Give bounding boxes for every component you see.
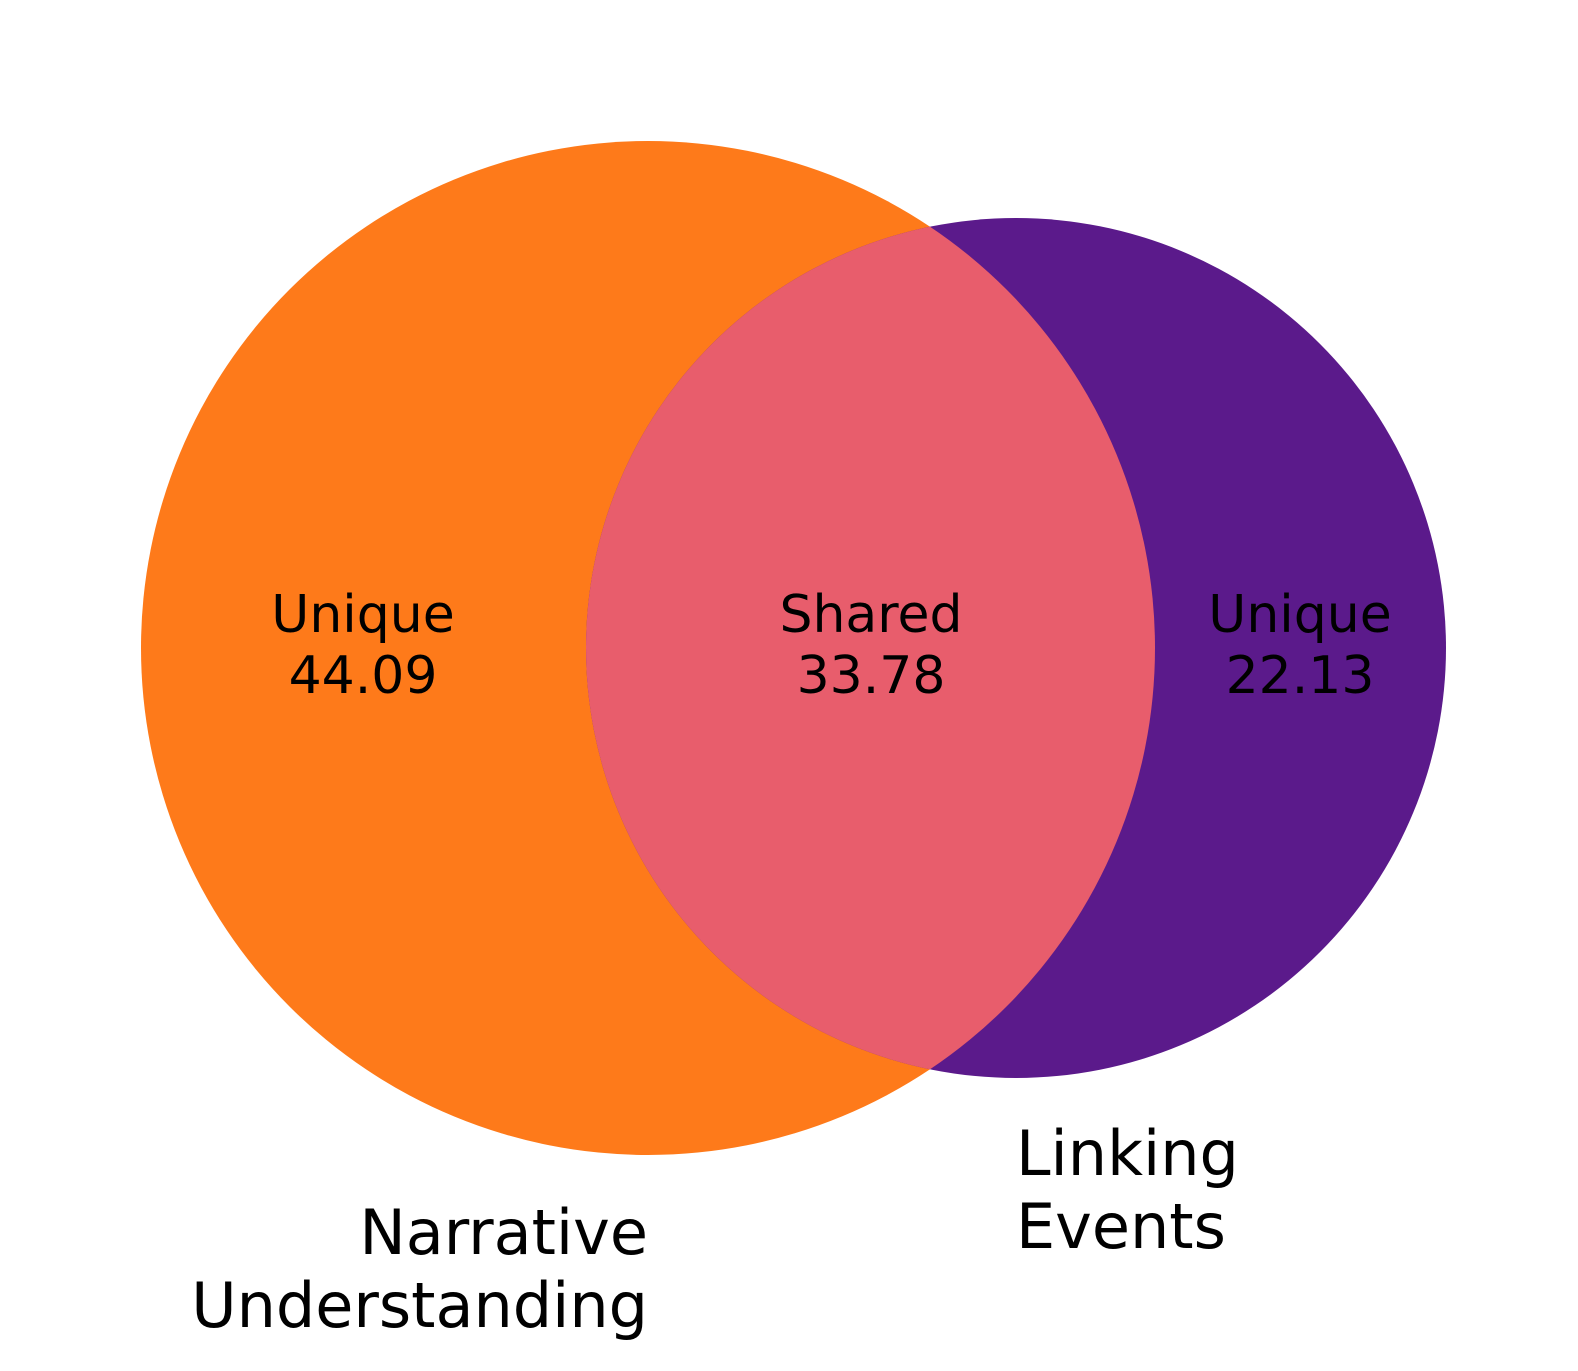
overlap-label: Shared <box>779 585 962 645</box>
set-b-name-line-2: Events <box>1016 1190 1226 1263</box>
overlap-value: 33.78 <box>797 646 946 706</box>
b-only-value: 22.13 <box>1226 646 1375 706</box>
b-only-label: Unique <box>1208 585 1391 645</box>
set-a-name-line-2: Understanding <box>191 1269 648 1342</box>
overlap-region <box>586 218 1155 1078</box>
set-b-name-line-1: Linking <box>1016 1117 1239 1190</box>
a-only-value: 44.09 <box>289 646 438 706</box>
a-only-label: Unique <box>271 585 454 645</box>
set-a-name-line-1: Narrative <box>359 1196 648 1269</box>
